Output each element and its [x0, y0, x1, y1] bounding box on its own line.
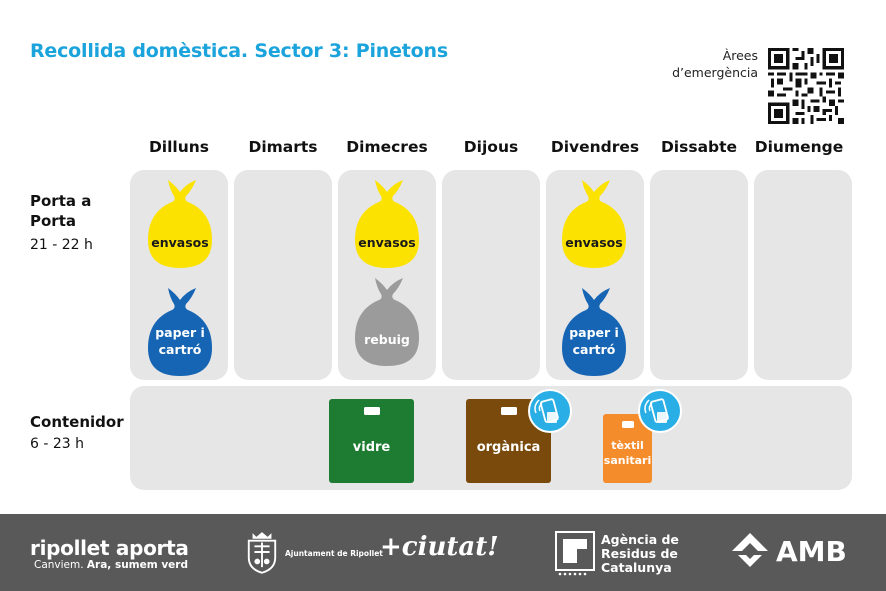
ajuntament-label: Ajuntament de Ripollet [285, 549, 383, 558]
access-card-icon [638, 389, 682, 433]
ripollet-coat-of-arms-icon [247, 532, 277, 574]
door-row-label-line1: Porta a [30, 192, 92, 210]
ripollet-aporta-logo: ripollet aporta [30, 536, 189, 560]
agencia-line3: Catalunya [601, 560, 672, 575]
bag-envasos-wednesday: envasos [351, 176, 423, 272]
day-header-saturday: Dissabte [660, 138, 738, 156]
bag-rebuig-wednesday: rebuig [351, 274, 423, 370]
slogan: Canviem. Ara, sumem verd [34, 559, 188, 571]
bag-label-line1: paper i [569, 325, 619, 340]
bag-envasos-friday: envasos [558, 176, 630, 272]
agencia-residus-label: Agència de Residus de Catalunya [601, 533, 679, 575]
container-vidre: vidre [329, 399, 414, 483]
day-column-thursday [442, 170, 540, 380]
bag-label: envasos [565, 235, 623, 250]
agencia-line1: Agència de [601, 532, 679, 547]
container-textil-sanitari: tèxtil sanitari [603, 414, 652, 483]
bag-label: envasos [358, 235, 416, 250]
amb-logo-icon [732, 533, 768, 567]
page-title: Recollida domèstica. Sector 3: Pinetons [30, 40, 448, 62]
bag-label-line1: paper i [155, 325, 205, 340]
day-header-tuesday: Dimarts [248, 138, 318, 156]
bag-label: envasos [151, 235, 209, 250]
slogan-bold: Ara, sumem verd [86, 559, 188, 571]
door-row-label: Porta a Porta [30, 191, 91, 231]
bag-label: paper i cartró [558, 324, 630, 358]
slogan-plain: Canviem. [34, 559, 84, 571]
amb-logo: AMB [776, 535, 847, 568]
qr-label-line1: Àrees [722, 48, 758, 63]
container-slot [500, 407, 517, 415]
ciutat-logo: +ciutat! [380, 532, 499, 562]
day-header-friday: Divendres [550, 138, 640, 156]
access-card-icon [528, 389, 572, 433]
arc-logo-icon [555, 531, 595, 576]
day-column-sunday [754, 170, 852, 380]
bag-label-line2: cartró [158, 342, 202, 357]
container-row-label: Contenidor [30, 413, 124, 431]
qr-code[interactable] [768, 48, 844, 124]
bag-label: rebuig [364, 332, 410, 347]
bag-icon [562, 180, 626, 268]
day-header-sunday: Diumenge [754, 138, 844, 156]
bag-icon [355, 278, 419, 366]
footer-bar [0, 514, 886, 591]
bag-label-line2: cartró [572, 342, 616, 357]
qr-label: Àrees d’emergència [672, 47, 758, 81]
container-label: vidre [352, 440, 391, 455]
container-row-time: 6 - 23 h [30, 436, 84, 452]
bag-paper-monday: paper i cartró [144, 284, 216, 380]
container-slot [363, 407, 380, 415]
bag-label: paper i cartró [144, 324, 216, 358]
bag-icon [562, 288, 626, 376]
door-row-time: 21 - 22 h [30, 237, 93, 253]
container-label-line2: sanitari [603, 454, 652, 467]
bag-icon [148, 288, 212, 376]
day-column-saturday [650, 170, 748, 380]
day-column-tuesday [234, 170, 332, 380]
day-header-wednesday: Dimecres [346, 138, 428, 156]
bag-envasos-monday: envasos [144, 176, 216, 272]
container-label-line1: tèxtil [611, 439, 644, 452]
agencia-line2: Residus de [601, 546, 678, 561]
day-header-thursday: Dijous [463, 138, 519, 156]
container-label: orgànica [476, 440, 541, 455]
container-slot [621, 421, 634, 428]
bag-icon [148, 180, 212, 268]
day-header-monday: Dilluns [148, 138, 210, 156]
bag-paper-friday: paper i cartró [558, 284, 630, 380]
door-row-label-line2: Porta [30, 212, 76, 230]
container-label: tèxtil sanitari [603, 438, 652, 468]
qr-label-line2: d’emergència [672, 65, 758, 80]
bag-icon [355, 180, 419, 268]
